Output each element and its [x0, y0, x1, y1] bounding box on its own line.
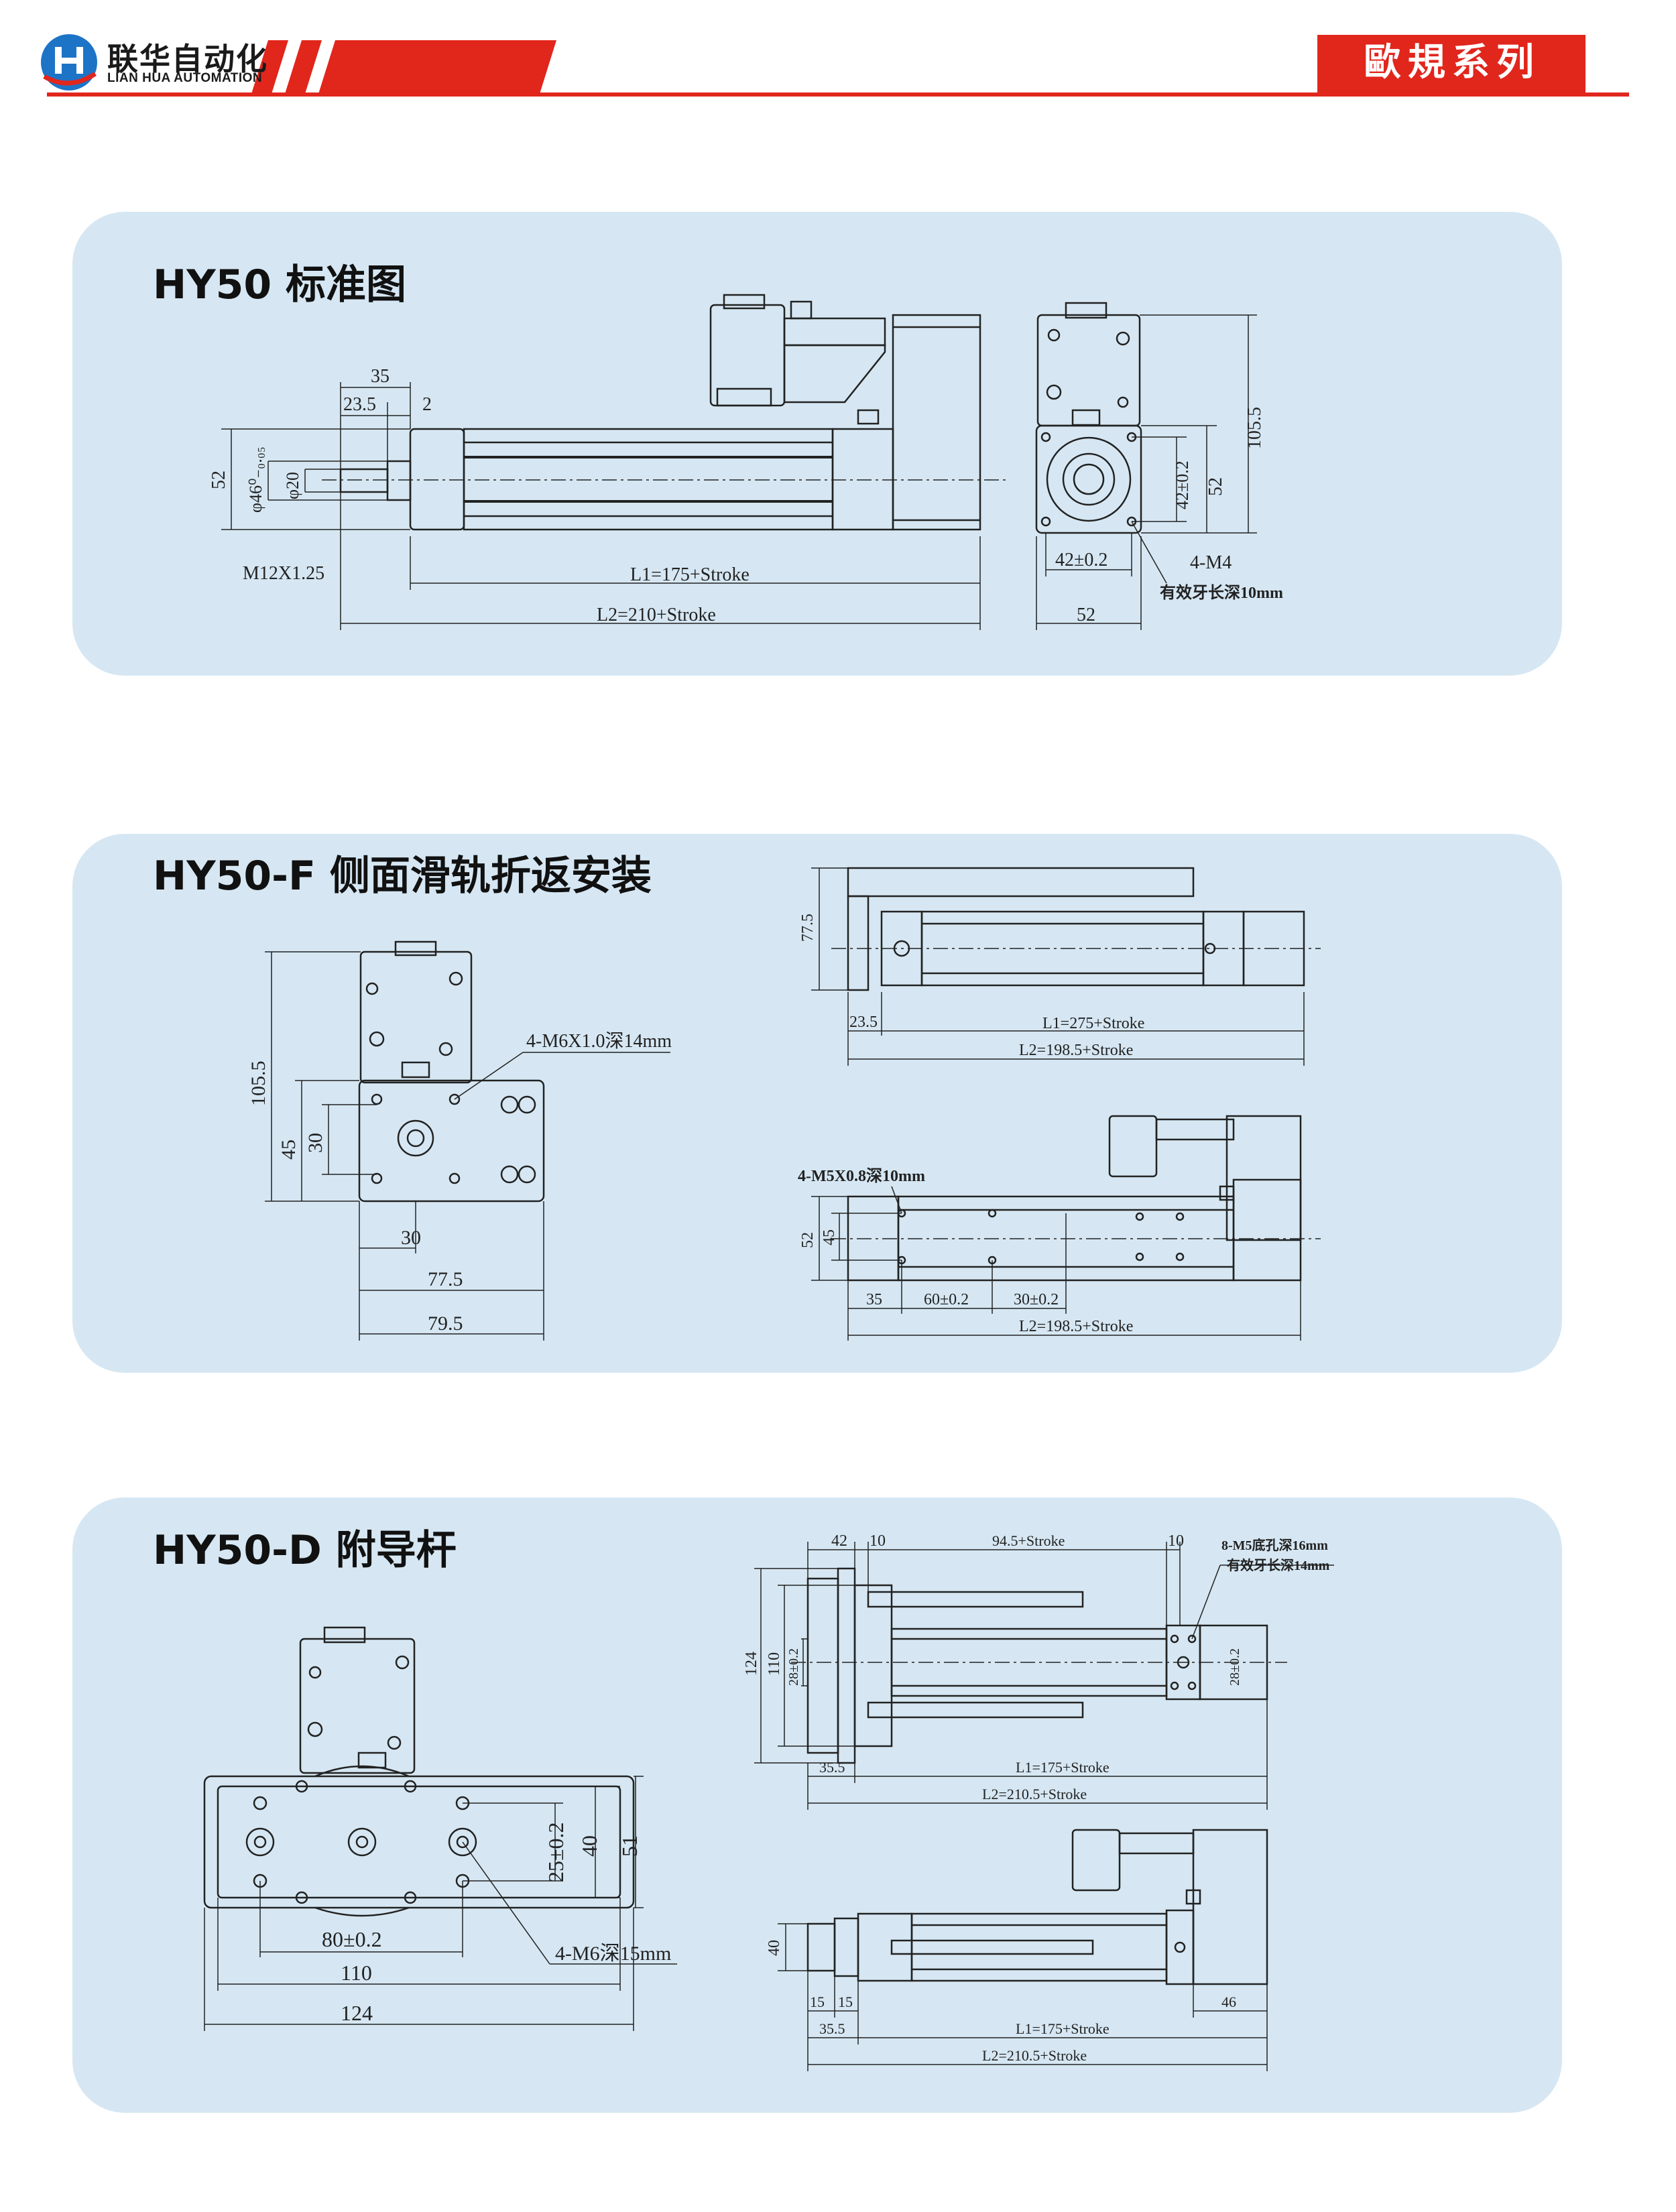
dim-77-5: 77.5: [428, 1268, 463, 1290]
dim-30-h: 30: [401, 1227, 421, 1249]
dim-23-5: 23.5: [343, 394, 376, 415]
dim-thread-m12: M12X1.25: [243, 563, 324, 584]
dim-4-m6: 4-M6深15mm: [555, 1943, 671, 1965]
dim-2: 2: [422, 394, 432, 415]
dim-52-left: 52: [208, 471, 229, 489]
dim-top-110: 110: [766, 1652, 783, 1676]
series-badge: 歐規系列: [1321, 35, 1583, 91]
dim-bot-45: 45: [821, 1229, 838, 1245]
dim-bot-40: 40: [766, 1940, 783, 1956]
dim-40: 40: [577, 1835, 601, 1857]
brand-name-en: LIAN HUA AUTOMATION: [107, 71, 263, 85]
dim-l2: L2=210+Stroke: [597, 605, 716, 625]
dim-bot-35: 35: [866, 1291, 882, 1308]
drawing-hy50-d: 25±0.2 40 51 80±0.2 110 124 4-M6深15mm: [203, 1532, 1334, 2071]
dim-8-m5: 8-M5底孔深16mm: [1221, 1537, 1328, 1553]
drawing-hy50-f: 105.5 45 30 4-M6X1.0深14mm 30 77.5 79.5 7…: [247, 867, 1321, 1341]
dim-105-5: 105.5: [247, 1061, 270, 1107]
dim-52-v: 52: [1205, 477, 1226, 496]
dim-bot-60: 60±0.2: [924, 1291, 969, 1308]
dim-42-v: 42±0.2: [1173, 460, 1192, 509]
dim-bot-52: 52: [799, 1232, 817, 1248]
drawing-hy50-standard: 35 23.5 2 52 φ46⁰₋₀.₀₅ φ20 M12X1.25 L1=1…: [208, 294, 1283, 630]
dim-m4-depth: 有效牙长深10mm: [1160, 583, 1283, 602]
dim-top-94-5: 94.5+Stroke: [992, 1532, 1065, 1549]
rod-end-shape: [339, 468, 389, 493]
dim-79-5: 79.5: [428, 1312, 463, 1335]
dim-top-10a: 10: [870, 1532, 886, 1550]
motor-end-shape: [1036, 314, 1141, 427]
dim-top-l1: L1=275+Stroke: [1042, 1015, 1144, 1032]
dim-4-m5: 4-M5X0.8深10mm: [798, 1167, 925, 1185]
dim-bot-46: 46: [1221, 1993, 1236, 2010]
dim-25: 25±0.2: [544, 1822, 568, 1882]
dim-30-v: 30: [304, 1133, 326, 1153]
brand-name-cn: 联华自动化: [107, 41, 268, 77]
dim-4-m4: 4-M4: [1190, 552, 1232, 573]
dim-42-h: 42±0.2: [1055, 550, 1108, 570]
dim-bot-30: 30±0.2: [1014, 1291, 1059, 1308]
dim-4-m6: 4-M6X1.0深14mm: [526, 1031, 672, 1052]
panel-hy50-standard: HY50 标准图: [72, 212, 1562, 676]
dim-top-l2: L2=210.5+Stroke: [982, 1786, 1087, 1802]
dim-51: 51: [617, 1835, 642, 1857]
panel-title: HY50-F 侧面滑轨折返安装: [153, 853, 652, 900]
dim-top-77-5: 77.5: [799, 914, 817, 942]
dim-top-10b: 10: [1168, 1532, 1184, 1550]
dim-bot-15b: 15: [838, 1993, 853, 2010]
panel-hy50-f: HY50-F 侧面滑轨折返安装 105.5: [72, 834, 1562, 1373]
dim-35: 35: [371, 366, 390, 387]
dim-bot-l2: L2=198.5+Stroke: [1019, 1318, 1133, 1335]
dim-bot-l1: L1=175+Stroke: [1016, 2020, 1110, 2037]
dim-top-28: 28±0.2: [786, 1648, 801, 1686]
dim-80: 80±0.2: [322, 1927, 382, 1951]
dim-phi46: φ46⁰₋₀.₀₅: [246, 446, 265, 513]
lianhua-logo-icon: [41, 34, 97, 90]
dim-top-35-5: 35.5: [819, 1759, 845, 1776]
dim-124: 124: [341, 2001, 373, 2025]
motor-end-shape: [359, 950, 473, 1084]
panel-title: HY50-D 附导杆: [153, 1527, 457, 1574]
dim-phi20: φ20: [283, 472, 302, 499]
dim-105-5: 105.5: [1244, 407, 1265, 449]
dim-bot-l2: L2=210.5+Stroke: [982, 2047, 1087, 2064]
dim-top-42: 42: [831, 1532, 847, 1550]
dim-l1: L1=175+Stroke: [630, 564, 750, 585]
dim-52-h: 52: [1077, 605, 1095, 625]
page-header: 联华自动化 LIAN HUA AUTOMATION 歐規系列: [0, 0, 1676, 107]
dim-top-124: 124: [743, 1652, 760, 1676]
motor-end-shape: [299, 1638, 416, 1774]
dim-m5-depth: 有效牙长深14mm: [1227, 1557, 1330, 1573]
panel-title: HY50 标准图: [153, 261, 407, 308]
dim-bot-15a: 15: [810, 1993, 825, 2010]
dim-110: 110: [341, 1961, 372, 1985]
dim-top-l2: L2=198.5+Stroke: [1019, 1042, 1133, 1059]
panel-hy50-d: HY50-D 附导杆: [72, 1497, 1562, 2113]
gear-motor-shape: [709, 304, 786, 407]
dim-top-23-5: 23.5: [849, 1013, 878, 1031]
dim-top-l1: L1=175+Stroke: [1016, 1759, 1110, 1776]
dim-top-28-r: 28±0.2: [1228, 1648, 1242, 1686]
dim-45: 45: [278, 1140, 300, 1160]
dim-bot-35-5: 35.5: [819, 2020, 845, 2037]
